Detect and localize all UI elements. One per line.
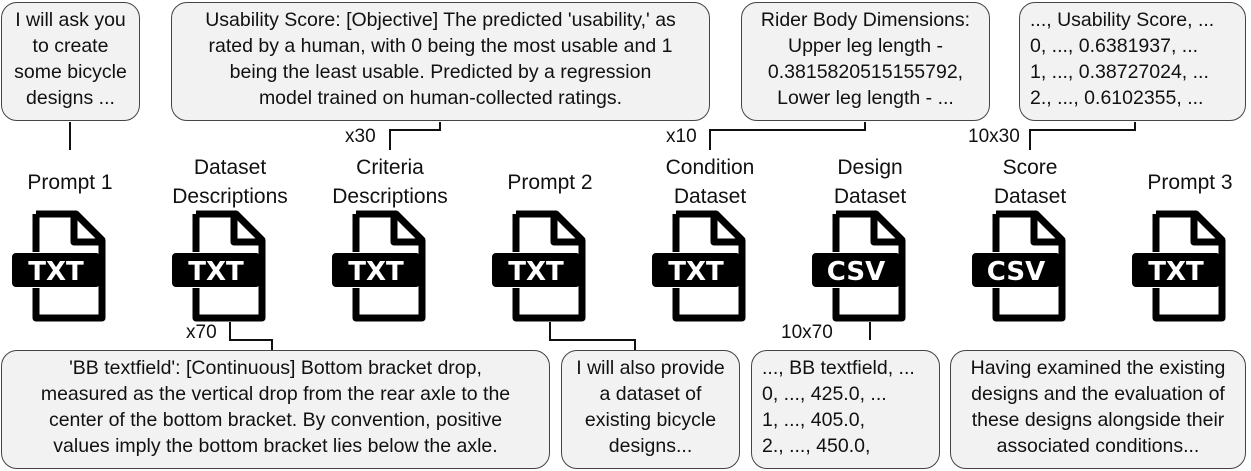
file-label-prompt3: Prompt 3 (1147, 171, 1233, 194)
connector-criteria (389, 122, 441, 150)
file-label-criteria-descriptions: Criteria Descriptions (332, 156, 448, 208)
connector-dataset-desc (229, 322, 273, 350)
txt-file-icon: TXT (172, 210, 266, 322)
txt-file-icon: TXT (12, 210, 106, 322)
svg-text:TXT: TXT (348, 257, 404, 287)
connector-score (1029, 122, 1136, 150)
svg-text:TXT: TXT (508, 257, 564, 287)
csv-file-icon: CSV (972, 210, 1066, 322)
svg-text:TXT: TXT (28, 257, 84, 287)
multiplier-score: 10x30 (968, 126, 1020, 147)
connector-prompt2 (549, 322, 636, 350)
txt-file-icon: TXT (652, 210, 746, 322)
file-label-condition-dataset: Condition Dataset (665, 156, 755, 208)
bubble-prompt2: I will also provide a dataset of existin… (561, 350, 740, 469)
file-label-design-dataset: Design Dataset (833, 156, 907, 208)
multiplier-criteria: x30 (345, 126, 376, 147)
file-label-score-dataset: Score Dataset (993, 156, 1067, 208)
bubble-condition: Rider Body Dimensions: Upper leg length … (741, 2, 990, 121)
csv-file-icon: CSV (812, 210, 906, 322)
txt-file-icon: TXT (1132, 210, 1226, 322)
bubble-prompt1: I will ask you to create some bicycle de… (1, 2, 140, 121)
svg-text:TXT: TXT (668, 257, 724, 287)
txt-file-icon: TXT (492, 210, 586, 322)
multiplier-condition: x10 (666, 126, 697, 147)
bubble-prompt3: Having examined the existing designs and… (950, 350, 1246, 469)
multiplier-dataset-desc: x70 (186, 322, 217, 343)
file-label-dataset-descriptions: Dataset Descriptions (172, 156, 288, 208)
bubble-design: ..., BB textfield, ... 0, ..., 425.0, ..… (751, 350, 940, 469)
svg-text:CSV: CSV (987, 257, 1045, 287)
multiplier-design: 10x70 (781, 322, 833, 343)
svg-text:TXT: TXT (1148, 257, 1204, 287)
svg-text:TXT: TXT (188, 257, 244, 287)
bubble-score: ..., Usability Score, ... 0, ..., 0.6381… (1019, 2, 1246, 121)
svg-text:CSV: CSV (827, 257, 885, 287)
bubble-criteria: Usability Score: [Objective] The predict… (171, 2, 710, 121)
file-label-prompt2: Prompt 2 (507, 171, 593, 194)
connector-condition (709, 122, 866, 150)
bubble-dataset-description: 'BB textfield': [Continuous] Bottom brac… (1, 350, 550, 469)
txt-file-icon: TXT (332, 210, 426, 322)
file-label-prompt1: Prompt 1 (27, 171, 113, 194)
